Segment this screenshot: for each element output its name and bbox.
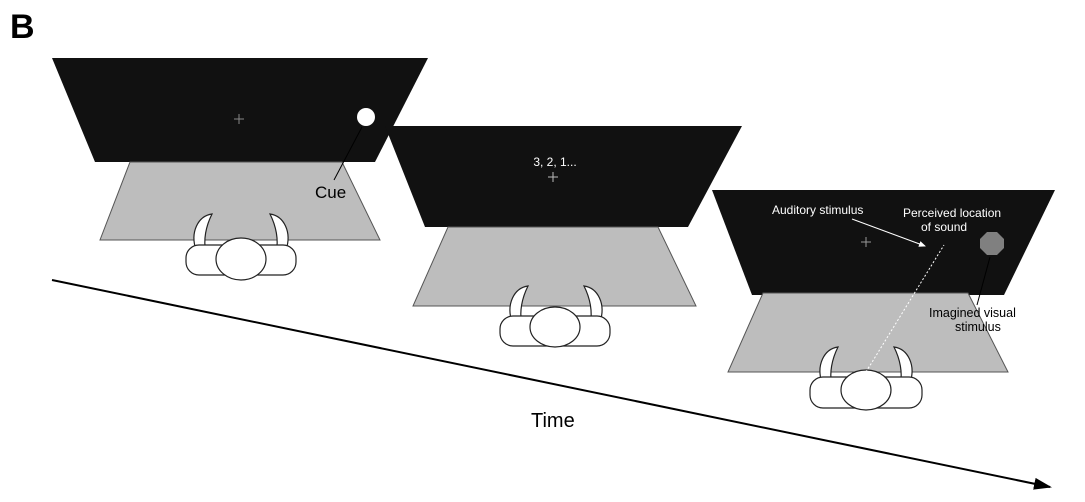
screen-1 [52, 58, 428, 162]
time-arrow [51, 279, 1052, 490]
person-topdown-icon [809, 346, 923, 411]
imagined-visual-label-line1: Imagined visual [929, 306, 1016, 320]
table-2 [412, 226, 697, 307]
trial-cue: Cue [52, 58, 428, 281]
table-3 [727, 292, 1009, 373]
cue-dot [357, 108, 375, 126]
time-label: Time [531, 410, 575, 432]
fixation-cross-icon [548, 172, 558, 182]
countdown-text: 3, 2, 1... [533, 155, 576, 169]
person-topdown-icon [499, 285, 611, 348]
trial-test: Auditory stimulus Perceived location of … [712, 190, 1055, 411]
cue-label: Cue [315, 183, 346, 202]
imagined-visual-label-line2: stimulus [955, 320, 1001, 334]
auditory-stimulus-label: Auditory stimulus [772, 203, 863, 217]
cue-pointer [333, 126, 363, 181]
trial-countdown: 3, 2, 1... [385, 126, 742, 348]
perceived-location-label-line1: Perceived location [903, 206, 1001, 220]
person-topdown-icon [185, 213, 297, 281]
imagined-stimulus-dot [980, 232, 1004, 255]
fixation-cross-icon [861, 237, 871, 247]
panel-label: B [10, 8, 35, 46]
screen-3 [712, 190, 1055, 295]
screen-2 [385, 126, 742, 227]
imagined-pointer [976, 256, 991, 306]
fixation-cross-icon [234, 114, 244, 124]
table-1 [99, 161, 381, 241]
sound-direction-line [865, 244, 945, 373]
auditory-arrow [851, 218, 926, 247]
perceived-location-label-line2: of sound [921, 220, 967, 234]
